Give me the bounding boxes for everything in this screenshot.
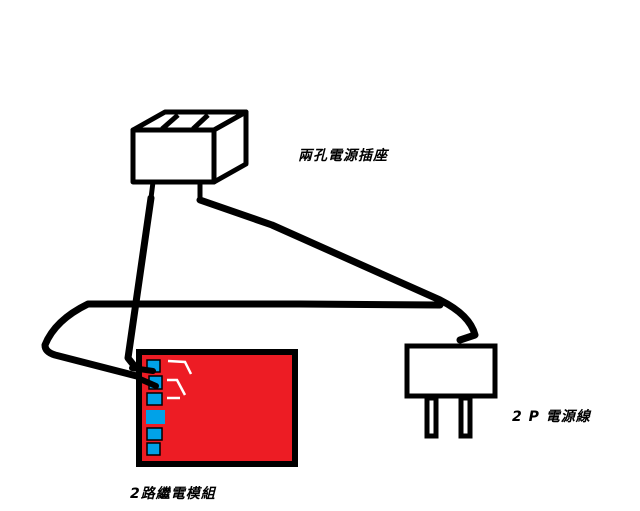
socket-label: 兩孔電源插座 bbox=[298, 148, 388, 164]
relay-module bbox=[136, 349, 298, 467]
plug-label: 2 P 電源線 bbox=[512, 409, 591, 425]
relay-contact-symbols bbox=[167, 359, 193, 400]
relay-label: 2路繼電模組 bbox=[130, 486, 216, 502]
power-socket bbox=[130, 109, 249, 185]
power-plug bbox=[404, 343, 498, 439]
